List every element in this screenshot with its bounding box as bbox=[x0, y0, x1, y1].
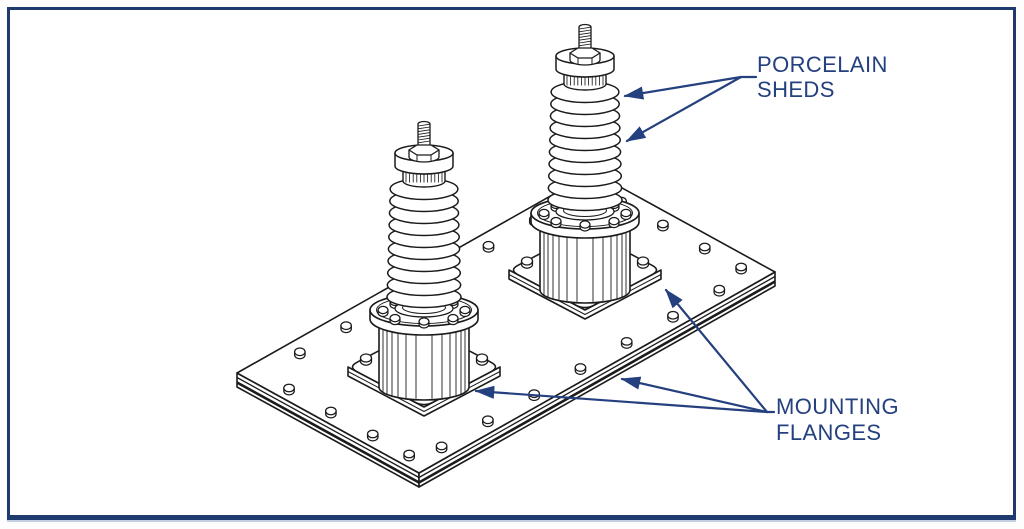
porcelain-arrow-lower bbox=[625, 75, 743, 143]
flange-arrow-right bbox=[664, 288, 769, 414]
label-mounting: MOUNTING bbox=[776, 394, 899, 419]
label-porcelain: PORCELAIN bbox=[757, 52, 888, 77]
insulator-right bbox=[508, 23, 662, 320]
insulator-left bbox=[347, 120, 501, 417]
illustration bbox=[236, 23, 776, 488]
porcelain-sheds-annotation: PORCELAIN SHEDS bbox=[623, 52, 888, 143]
base-plate bbox=[236, 171, 776, 488]
label-flanges: FLANGES bbox=[776, 420, 882, 445]
label-sheds: SHEDS bbox=[757, 77, 835, 102]
porcelain-arrow-upper bbox=[623, 75, 743, 100]
flange-arrow-left bbox=[474, 385, 769, 414]
flange-arrow-plate-edge bbox=[620, 376, 769, 414]
mounting-flanges-annotation: MOUNTING FLANGES bbox=[474, 288, 899, 445]
